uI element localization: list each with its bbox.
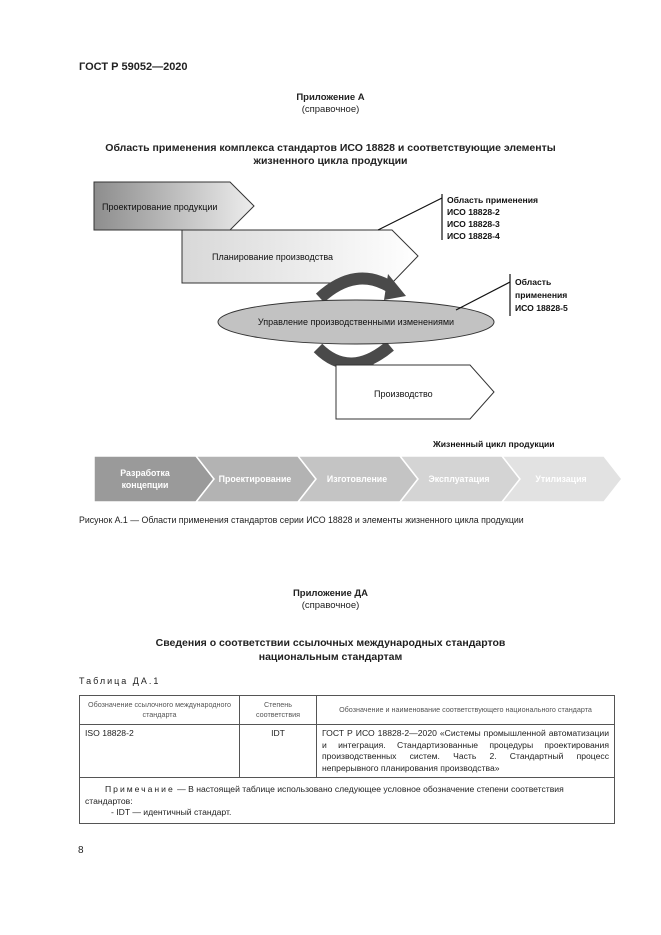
table-row: ISO 18828-2 IDT ГОСТ Р ИСО 18828-2—2020 … <box>79 724 615 778</box>
page-number: 8 <box>78 845 84 856</box>
appendix-da-title: Приложение ДА <box>292 588 369 599</box>
scope1-pointer-line <box>377 197 443 231</box>
scope2-line1: Область <box>515 277 551 287</box>
production-arrow-label: Производство <box>374 389 433 399</box>
production-arrow <box>335 364 495 420</box>
scope2-line2: применения <box>515 290 567 300</box>
table-cell: ISO 18828-2 <box>79 724 240 778</box>
lifecycle-stage-label: Проектирование <box>219 474 292 484</box>
planning-arrow <box>181 229 419 284</box>
table-cell: IDT <box>239 724 317 778</box>
note-label: Примечание <box>105 784 175 794</box>
scope1-line2: ИСО 18828-2 <box>447 207 500 217</box>
appendix-a-subtitle: (справочное) <box>301 104 360 115</box>
lifecycle-stage-label: Изготовление <box>327 474 387 484</box>
lifecycle-stage-label: Разработка <box>120 468 170 478</box>
table-cell: ГОСТ Р ИСО 18828-2—2020 «Системы промышл… <box>316 724 615 778</box>
note-text: — В настоящей таблице использовано следу… <box>85 784 564 806</box>
change-management-ellipse <box>217 299 495 345</box>
scope1-line1: Область применения <box>447 195 538 205</box>
figure-caption: Рисунок А.1 — Области применения стандар… <box>79 515 524 525</box>
table-note-row: Примечание — В настоящей таблице использ… <box>79 777 615 824</box>
ellipse-label: Управление производственными изменениями <box>258 317 454 327</box>
table-header-cell: Степень соответствия <box>239 695 317 725</box>
design-arrow <box>93 181 255 231</box>
note-item: - IDT — идентичный стандарт. <box>111 807 232 817</box>
lifecycle-stage-label: концепции <box>122 480 169 490</box>
rotation-arrow-bottom-icon <box>313 341 394 370</box>
appendix-a-title: Приложение А <box>296 92 365 103</box>
scope-diagram: Проектирование продукции Планирование пр… <box>93 181 623 503</box>
appendix-a-heading-line1: Область применения комплекса стандартов … <box>105 142 556 154</box>
scope2-pointer-line <box>455 281 511 311</box>
scope1-line3: ИСО 18828-3 <box>447 219 500 229</box>
lifecycle-stage-chevron <box>500 455 623 503</box>
appendix-da-heading-line2: национальным стандартам <box>258 651 403 663</box>
table-label: Таблица ДА.1 <box>79 676 161 686</box>
design-arrow-label: Проектирование продукции <box>102 202 217 212</box>
lifecycle-stage-label: Эксплуатация <box>428 474 489 484</box>
rotation-arrow-top-icon <box>315 272 396 303</box>
scope2-line3: ИСО 18828-5 <box>515 303 568 313</box>
lifecycle-chevrons: Разработка концепции Проектирование Изготов… <box>93 455 623 503</box>
table-header-cell: Обозначение и наименование соответствующ… <box>316 695 615 725</box>
lifecycle-stage-chevron <box>93 455 215 503</box>
table-header-row: Обозначение ссылочного международного ст… <box>79 695 615 725</box>
document-header: ГОСТ Р 59052—2020 <box>79 61 188 73</box>
appendix-a-heading-line2: жизненного цикла продукции <box>253 155 408 167</box>
appendix-da-heading-line1: Сведения о соответствии ссылочных междун… <box>155 637 506 649</box>
planning-arrow-label: Планирование производства <box>212 252 333 262</box>
table-header-cell: Обозначение ссылочного международного ст… <box>79 695 240 725</box>
lifecycle-label: Жизненный цикл продукции <box>432 439 555 449</box>
scope1-line4: ИСО 18828-4 <box>447 231 500 241</box>
table-note: Примечание — В настоящей таблице использ… <box>79 777 615 824</box>
rotation-arrowhead-top-icon <box>384 274 406 300</box>
correspondence-table: Обозначение ссылочного международного ст… <box>79 695 615 824</box>
appendix-da-subtitle: (справочное) <box>301 600 360 611</box>
lifecycle-stage-label: Утилизация <box>535 474 586 484</box>
